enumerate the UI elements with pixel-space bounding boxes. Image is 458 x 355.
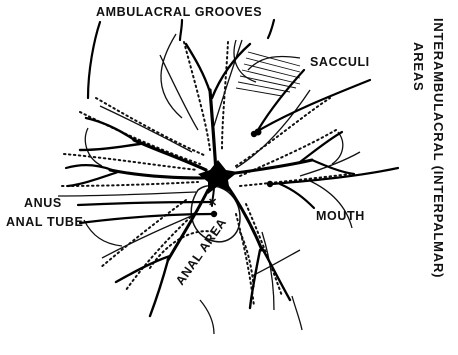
mouth-center	[198, 160, 238, 194]
inner-loop-left	[85, 128, 102, 166]
dotted-margin-right-3	[240, 174, 350, 186]
anus-marker: ✕	[208, 197, 217, 209]
dotted-margin-ul-1	[80, 112, 200, 164]
label-anus: ANUS	[24, 196, 62, 210]
groove-upper-left-branch-b	[80, 144, 140, 150]
groove-right-branch-down	[312, 160, 354, 174]
groove-left-branch-low	[68, 172, 118, 186]
groove-up-branch-left	[186, 44, 210, 92]
area-outline-left	[58, 106, 196, 196]
leader-mouth-label	[280, 184, 314, 208]
leader-ambulacral-2	[180, 20, 182, 40]
groove-left-branch	[66, 165, 112, 170]
groove-upper-left	[134, 140, 206, 170]
label-mouth: MOUTH	[316, 209, 365, 223]
label-sacculi: SACCULI	[310, 55, 370, 69]
groove-left	[110, 170, 204, 178]
leader-ambulacral-1	[88, 22, 100, 98]
groove-lower-right-branch-a	[262, 248, 290, 300]
inner-loop-bottom-right	[292, 296, 302, 330]
inner-loop-top-left	[161, 34, 182, 118]
label-interambulacral-areas-line2: AREAS	[411, 42, 426, 92]
inner-loop-left-lower	[84, 220, 122, 246]
dot-interambulacral	[251, 131, 257, 137]
area-outline-top	[160, 40, 242, 130]
groove-up	[210, 90, 216, 172]
groove-lower-left-branch-b	[150, 260, 168, 316]
groove-lower-right	[226, 184, 262, 250]
area-outline-upper-right	[236, 56, 310, 168]
groove-upper-left-branch-a	[86, 118, 136, 141]
inner-loop-top-right	[234, 40, 256, 82]
label-interambulacral-areas-line1: INTERAMBULACRAL (INTERPALMAR)	[431, 18, 446, 278]
label-anal-area: ANAL AREA	[173, 216, 229, 288]
leader-ambulacral-3	[268, 20, 274, 38]
dotted-margin-top-1	[184, 42, 210, 150]
label-ambulacral-grooves: AMBULACRAL GROOVES	[96, 5, 262, 19]
label-anal-tube: ANAL TUBE	[6, 215, 83, 229]
dotted-margin-right-1	[236, 98, 330, 166]
groove-right-branch-up	[300, 132, 342, 162]
dot-mouth	[267, 181, 273, 187]
groove-lower-right-branch-b	[250, 250, 260, 308]
inner-loop-bottom	[200, 300, 214, 334]
